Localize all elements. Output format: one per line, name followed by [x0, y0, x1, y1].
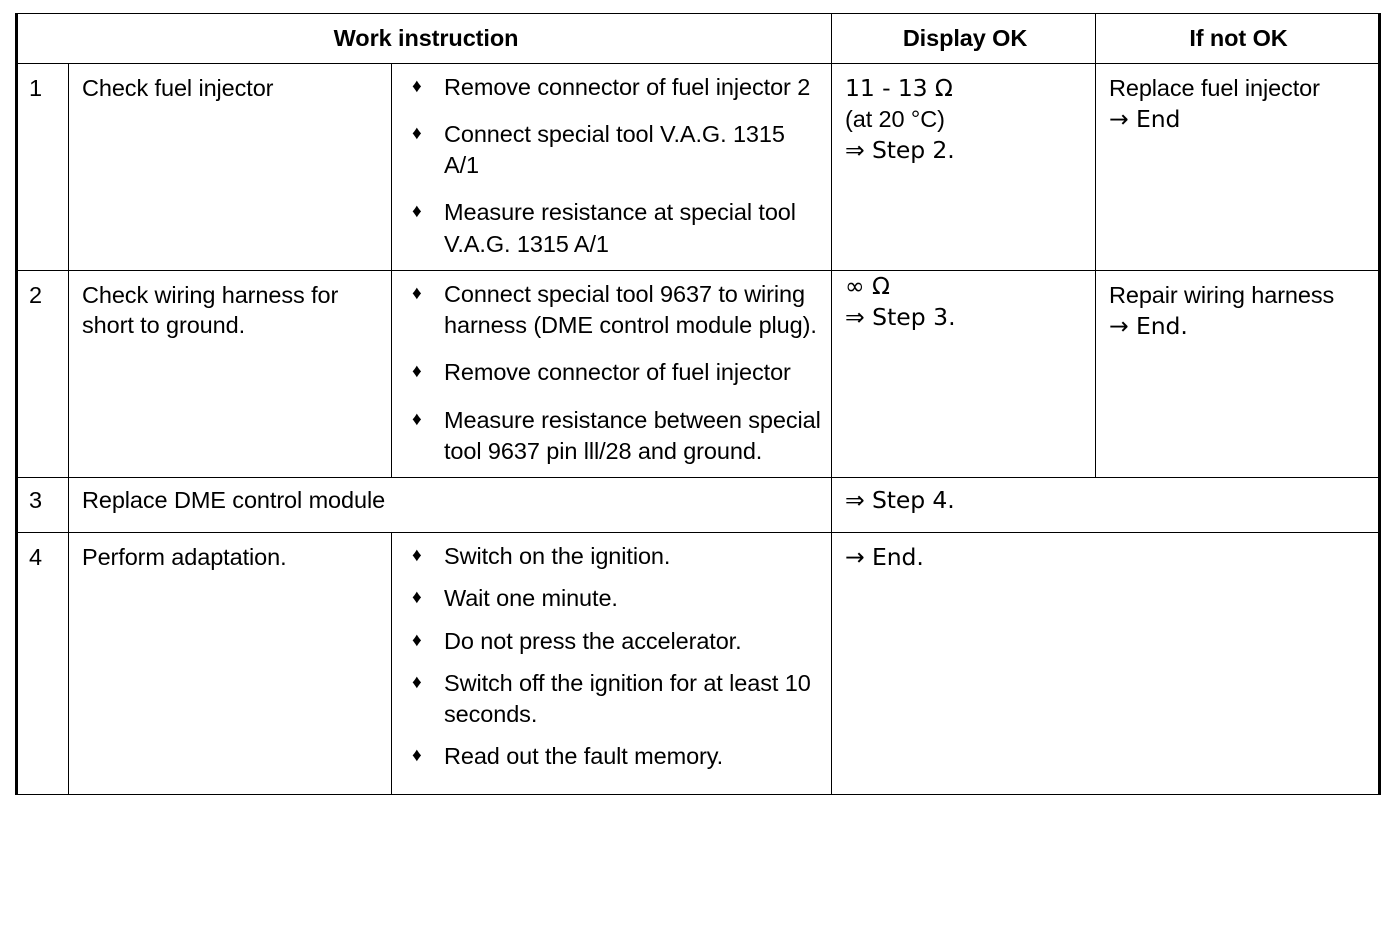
- task-description: Check wiring harness for short to ground…: [82, 281, 339, 339]
- if-not-ok-line: → End: [1109, 104, 1181, 133]
- list-item-text: Do not press the accelerator.: [444, 627, 742, 654]
- step-bullet-list: ♦ Switch on the ignition. ♦ Wait one minut…: [392, 533, 831, 794]
- task-cell: Check fuel injector: [68, 62, 392, 271]
- task-cell: Replace DME control module: [68, 477, 832, 534]
- bullet-diamond-icon: ♦: [412, 745, 422, 767]
- display-ok-line: ⇒ Step 4.: [845, 486, 955, 515]
- display-ok-cell: → End.: [831, 532, 1381, 795]
- bullet-diamond-icon: ♦: [412, 671, 422, 693]
- task-description: Replace DME control module: [82, 487, 386, 514]
- display-ok-line: (at 20 °C): [845, 105, 945, 132]
- bullet-diamond-icon: ♦: [412, 201, 422, 223]
- list-item-text: Switch off the ignition for at least 10 …: [444, 669, 811, 728]
- step-number: 1: [29, 74, 42, 101]
- bullet-diamond-icon: ♦: [412, 282, 422, 304]
- column-header-work-instruction: Work instruction: [15, 13, 832, 64]
- if-not-ok-cell: Repair wiring harness → End.: [1095, 269, 1381, 479]
- list-item: ♦ Connect special tool 9637 to wiring har…: [392, 279, 821, 342]
- list-item: ♦ Measure resistance at special tool V.A.…: [392, 197, 821, 260]
- table-row: 2 Check wiring harness for short to grou…: [15, 269, 1381, 479]
- steps-cell: ♦ Connect special tool 9637 to wiring har…: [391, 269, 832, 479]
- steps-cell: ♦ Switch on the ignition. ♦ Wait one minut…: [391, 532, 832, 795]
- diagnostic-procedure-table: Work instruction Display OK If not OK 1 …: [15, 13, 1381, 795]
- table-row: 4 Perform adaptation. ♦ Switch on the ign…: [15, 532, 1381, 795]
- list-item-text: Connect special tool 9637 to wiring harn…: [444, 280, 817, 339]
- display-ok-line: → End.: [845, 543, 924, 572]
- list-item: ♦ Remove connector of fuel injector: [392, 357, 821, 388]
- step-number: 4: [29, 544, 42, 571]
- bullet-diamond-icon: ♦: [412, 122, 422, 144]
- list-item-text: Wait one minute.: [444, 585, 618, 612]
- if-not-ok-line: Replace fuel injector: [1109, 74, 1320, 101]
- bullet-diamond-icon: ♦: [412, 361, 422, 383]
- list-item-text: Measure resistance between special tool …: [444, 406, 821, 464]
- step-number-cell: 4: [15, 532, 69, 795]
- table-row: 1 Check fuel injector ♦ Remove connector …: [15, 62, 1381, 271]
- task-cell: Perform adaptation.: [68, 532, 392, 795]
- display-ok-line: ⇒ Step 2.: [845, 136, 955, 165]
- list-item-text: Measure resistance at special tool V.A.G…: [444, 199, 796, 257]
- column-header-if-not-ok: If not OK: [1095, 13, 1381, 64]
- column-header-if-not-ok-label: If not OK: [1189, 25, 1288, 51]
- bullet-diamond-icon: ♦: [412, 408, 422, 430]
- if-not-ok-content: Repair wiring harness → End.: [1096, 271, 1378, 353]
- if-not-ok-content: Replace fuel injector → End: [1096, 64, 1378, 146]
- table-header-row: Work instruction Display OK If not OK: [15, 13, 1381, 64]
- table-row: 3 Replace DME control module ⇒ Step 4.: [15, 477, 1381, 534]
- display-ok-line: 11 - 13 Ω: [845, 73, 953, 102]
- step-number: 2: [29, 281, 42, 308]
- step-number-cell: 1: [15, 62, 69, 271]
- list-item: ♦ Measure resistance between special tool…: [392, 405, 821, 468]
- display-ok-cell: ∞ Ω ⇒ Step 3.: [831, 269, 1096, 479]
- step-bullet-list: ♦ Remove connector of fuel injector 2 ♦ Co…: [392, 64, 831, 270]
- bullet-diamond-icon: ♦: [412, 75, 422, 97]
- list-item: ♦ Switch off the ignition for at least 10…: [392, 668, 821, 731]
- display-ok-line: ⇒ Step 3.: [845, 303, 956, 332]
- list-item: ♦ Remove connector of fuel injector 2: [392, 72, 821, 103]
- column-header-display-ok: Display OK: [831, 13, 1096, 64]
- step-bullet-list: ♦ Connect special tool 9637 to wiring har…: [392, 271, 831, 477]
- list-item: ♦ Do not press the accelerator.: [392, 626, 821, 657]
- task-description: Check fuel injector: [82, 74, 274, 101]
- steps-cell: ♦ Remove connector of fuel injector 2 ♦ Co…: [391, 62, 832, 271]
- bullet-diamond-icon: ♦: [412, 629, 422, 651]
- list-item-text: Switch on the ignition.: [444, 543, 671, 570]
- column-header-display-ok-label: Display OK: [902, 25, 1028, 51]
- task-cell: Check wiring harness for short to ground…: [68, 269, 392, 479]
- display-ok-cell: ⇒ Step 4.: [831, 477, 1381, 534]
- column-header-work-instruction-label: Work instruction: [333, 25, 519, 51]
- list-item-text: Remove connector of fuel injector: [444, 359, 791, 386]
- list-item: ♦ Connect special tool V.A.G. 1315 A/1: [392, 119, 821, 182]
- display-ok-content: 11 - 13 Ω (at 20 °C) ⇒ Step 2.: [832, 64, 1095, 177]
- list-item-text: Connect special tool V.A.G. 1315 A/1: [444, 120, 785, 179]
- list-item-text: Read out the fault memory.: [444, 743, 724, 770]
- bullet-diamond-icon: ♦: [412, 587, 422, 609]
- list-item: ♦ Read out the fault memory.: [392, 741, 821, 772]
- display-ok-content: ∞ Ω ⇒ Step 3.: [832, 271, 1095, 355]
- list-item: ♦ Wait one minute.: [392, 583, 821, 614]
- step-number: 3: [29, 487, 42, 514]
- bullet-diamond-icon: ♦: [412, 545, 422, 567]
- list-item: ♦ Switch on the ignition.: [392, 541, 821, 572]
- if-not-ok-line: → End.: [1109, 312, 1188, 341]
- if-not-ok-cell: Replace fuel injector → End: [1095, 62, 1381, 271]
- step-number-cell: 2: [15, 269, 69, 479]
- display-ok-cell: 11 - 13 Ω (at 20 °C) ⇒ Step 2.: [831, 62, 1096, 271]
- list-item-text: Remove connector of fuel injector 2: [444, 73, 811, 100]
- if-not-ok-line: Repair wiring harness: [1109, 281, 1335, 308]
- display-ok-line: ∞ Ω: [845, 271, 891, 300]
- task-description: Perform adaptation.: [82, 544, 287, 571]
- step-number-cell: 3: [15, 477, 69, 534]
